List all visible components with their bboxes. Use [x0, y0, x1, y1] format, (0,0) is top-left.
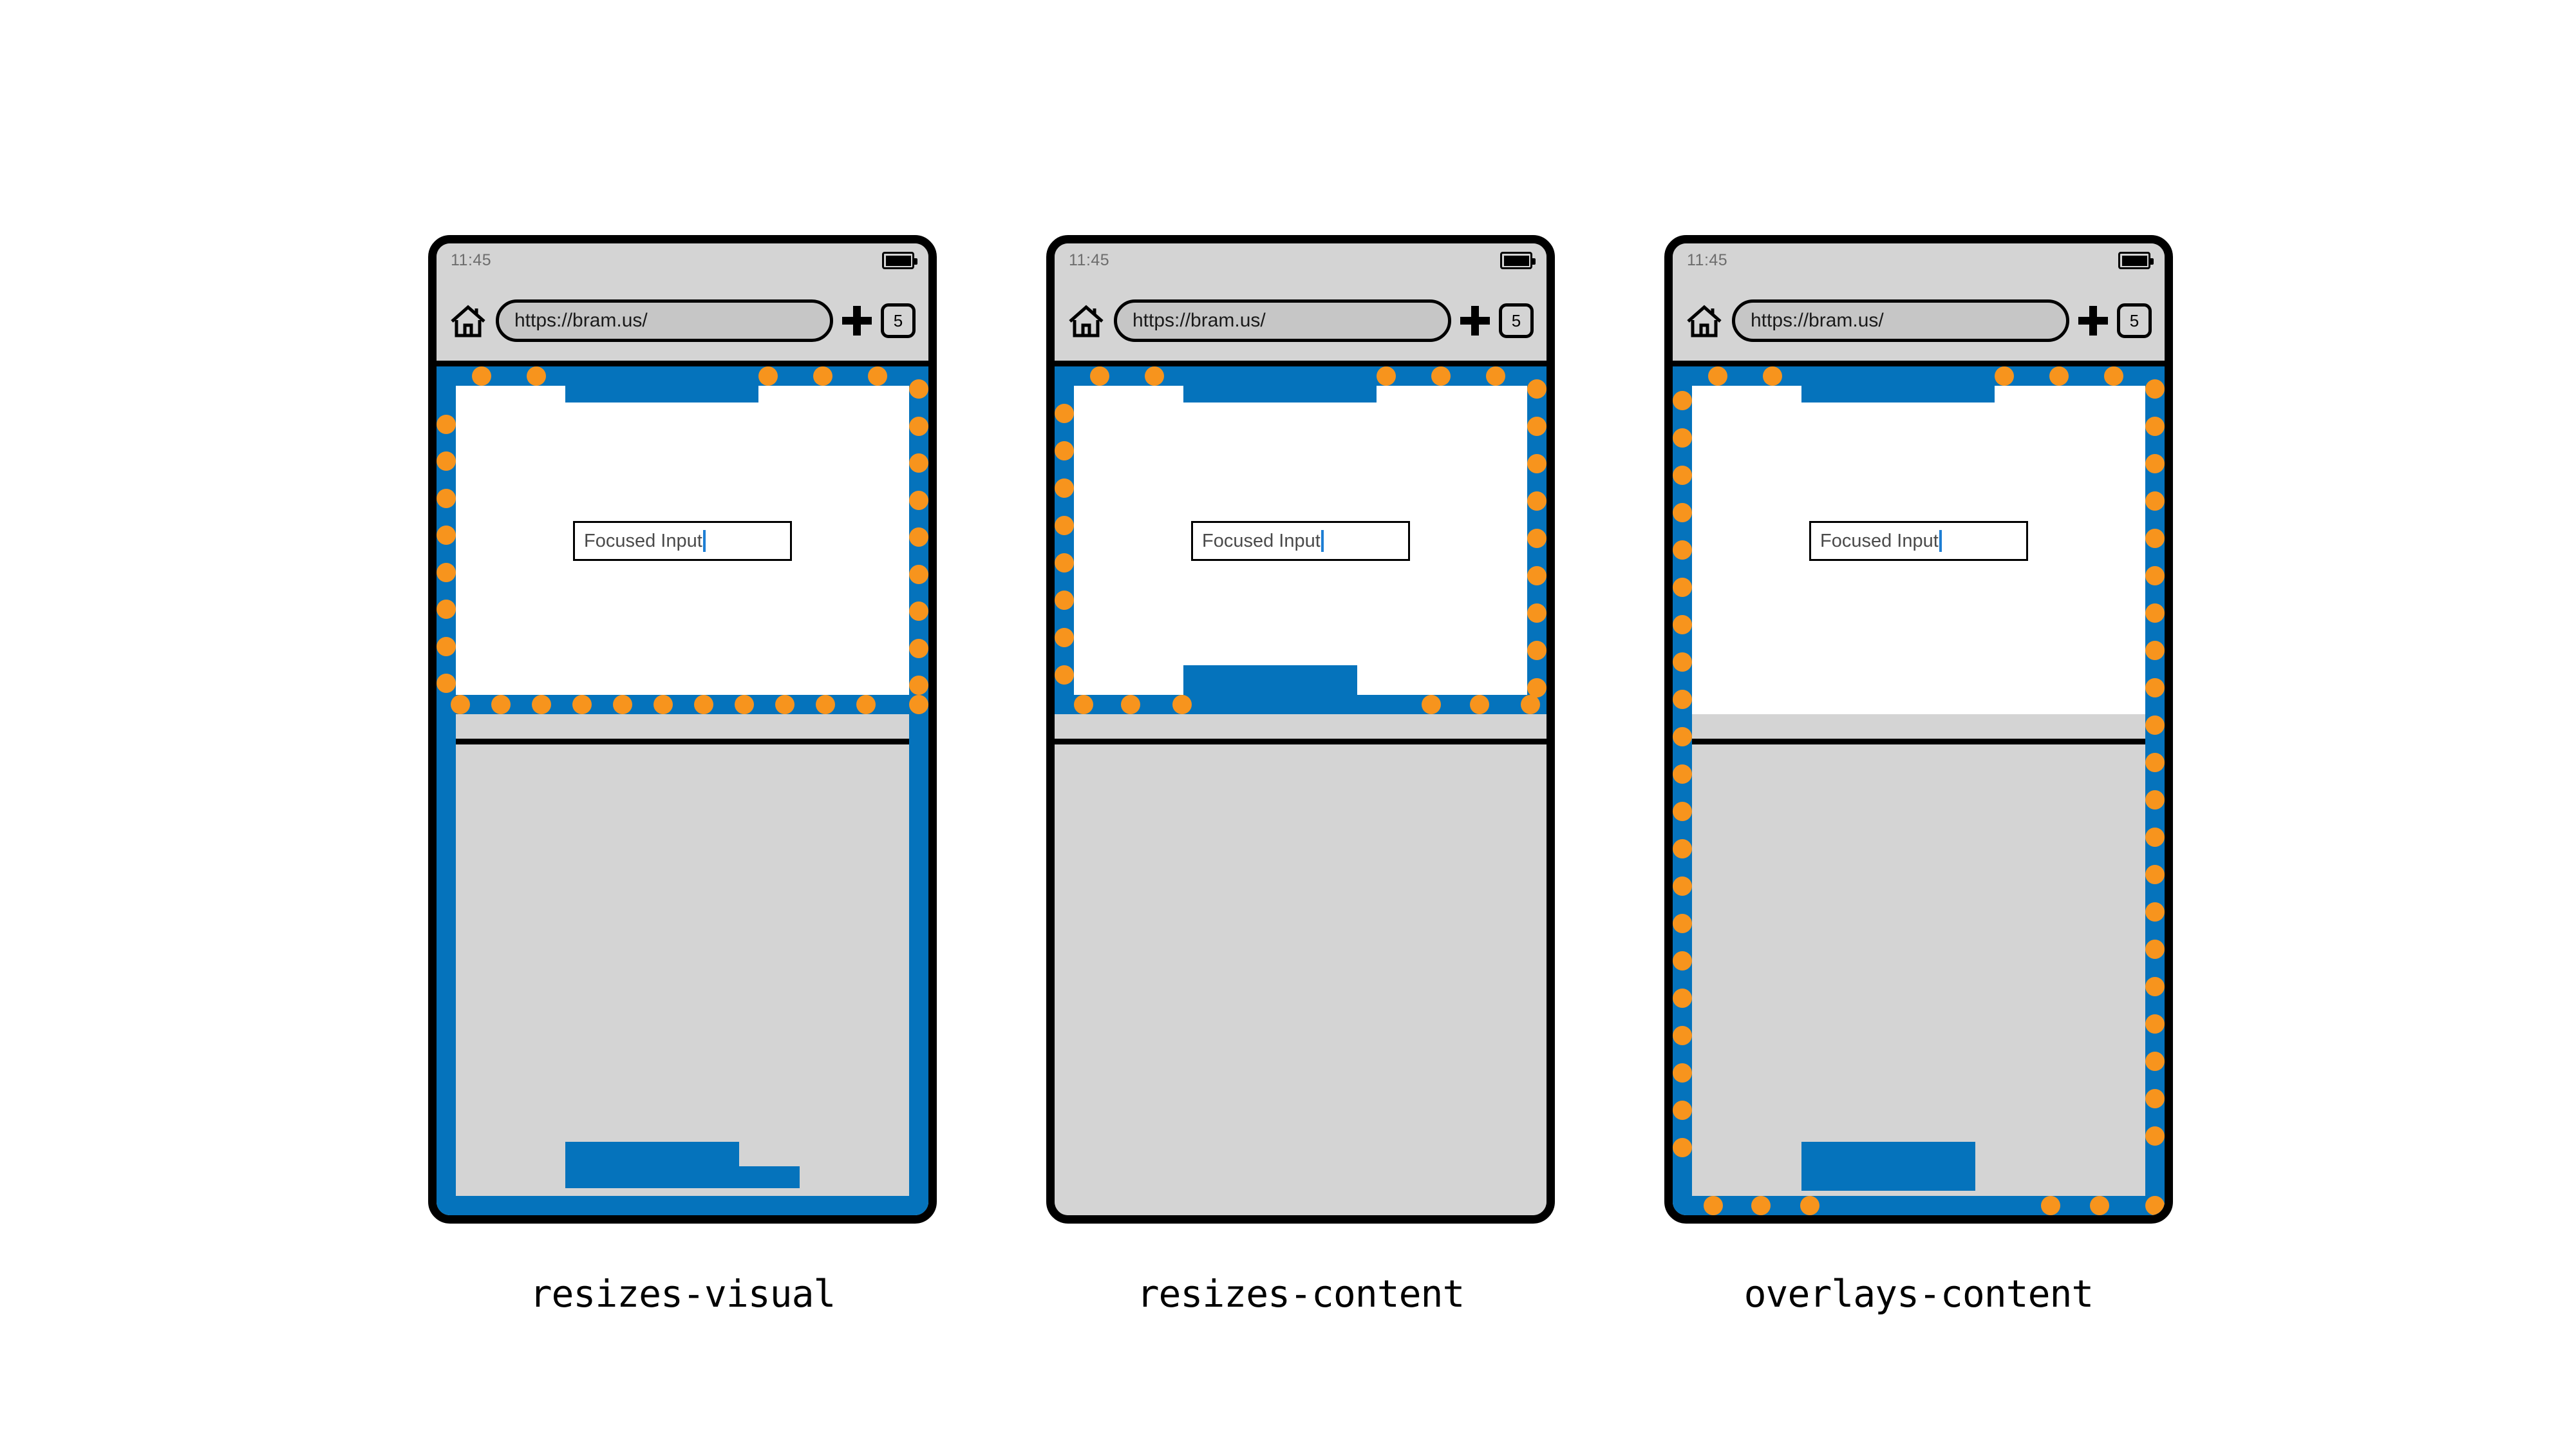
status-bar: 11:45 [437, 243, 928, 281]
focused-input-field[interactable]: Focused Input [1809, 521, 2028, 561]
virtual-keyboard [437, 739, 928, 1215]
url-text: https://bram.us/ [1133, 310, 1266, 331]
content-block-bottom [1183, 665, 1357, 714]
browser-toolbar: https://bram.us/ 5 [1673, 281, 2165, 361]
status-clock: 11:45 [451, 251, 492, 269]
battery-full-icon [1500, 252, 1536, 269]
phone-screen: Focused Input [437, 361, 928, 1215]
tab-count-badge[interactable]: 5 [2117, 303, 2152, 338]
url-bar[interactable]: https://bram.us/ [496, 299, 833, 342]
boundary-dot [2145, 715, 2165, 735]
content-block-bottom [1801, 1142, 1975, 1191]
focused-input-value: Focused Input [1202, 530, 1321, 551]
content-block-bottom-2 [739, 1166, 800, 1188]
content-block-top [565, 366, 758, 402]
battery-full-icon [882, 252, 917, 269]
focused-input-field[interactable]: Focused Input [573, 521, 792, 561]
browser-chrome: 11:45 https://bram.us/ 5 [1673, 243, 2165, 361]
url-bar[interactable]: https://bram.us/ [1114, 299, 1451, 342]
caption-resizes-visual: resizes-visual [529, 1272, 836, 1316]
virtual-keyboard [1055, 739, 1547, 1215]
url-bar[interactable]: https://bram.us/ [1732, 299, 2069, 342]
tab-count-badge[interactable]: 5 [881, 303, 916, 338]
browser-toolbar: https://bram.us/ 5 [437, 281, 928, 361]
url-text: https://bram.us/ [514, 310, 648, 331]
plus-icon[interactable] [842, 306, 872, 336]
content-block-top [1801, 366, 1995, 402]
status-clock: 11:45 [1687, 251, 1728, 269]
phone-screen: Focused Input [1055, 361, 1547, 1215]
battery-full-icon [2118, 252, 2154, 269]
caption-resizes-content: resizes-content [1136, 1272, 1465, 1316]
text-caret [702, 530, 706, 552]
web-viewport: Focused Input [1673, 366, 2165, 714]
url-text: https://bram.us/ [1751, 310, 1884, 331]
focused-input-value: Focused Input [584, 530, 702, 551]
tab-count-label: 5 [2129, 310, 2139, 330]
web-viewport: Focused Input [1055, 366, 1547, 714]
phone-resizes-visual: 11:45 https://bram.us/ 5 [428, 235, 937, 1224]
phone-resizes-content: 11:45 https://bram.us/ 5 [1046, 235, 1555, 1224]
phone-overlays-content: 11:45 https://bram.us/ 5 [1664, 235, 2173, 1224]
text-caret [1321, 530, 1324, 552]
web-viewport: Focused Input [437, 366, 928, 714]
tab-count-label: 5 [893, 310, 903, 330]
caption-overlays-content: overlays-content [1744, 1272, 2094, 1316]
focused-input-value: Focused Input [1820, 530, 1939, 551]
browser-chrome: 11:45 https://bram.us/ 5 [1055, 243, 1547, 361]
browser-chrome: 11:45 https://bram.us/ 5 [437, 243, 928, 361]
status-bar: 11:45 [1673, 243, 2165, 281]
tab-count-badge[interactable]: 5 [1499, 303, 1534, 338]
virtual-keyboard [1673, 739, 2165, 1215]
content-block-bottom [565, 1142, 739, 1188]
text-caret [1939, 530, 1942, 552]
browser-toolbar: https://bram.us/ 5 [1055, 281, 1547, 361]
home-icon[interactable] [1067, 303, 1105, 338]
status-clock: 11:45 [1069, 251, 1110, 269]
plus-icon[interactable] [2078, 306, 2108, 336]
tab-count-label: 5 [1511, 310, 1521, 330]
status-bar: 11:45 [1055, 243, 1547, 281]
plus-icon[interactable] [1460, 306, 1490, 336]
focused-input-field[interactable]: Focused Input [1191, 521, 1410, 561]
phone-screen: Focused Input [1673, 361, 2165, 1215]
home-icon[interactable] [1686, 303, 1723, 338]
content-block-top [1183, 366, 1377, 402]
home-icon[interactable] [449, 303, 487, 338]
